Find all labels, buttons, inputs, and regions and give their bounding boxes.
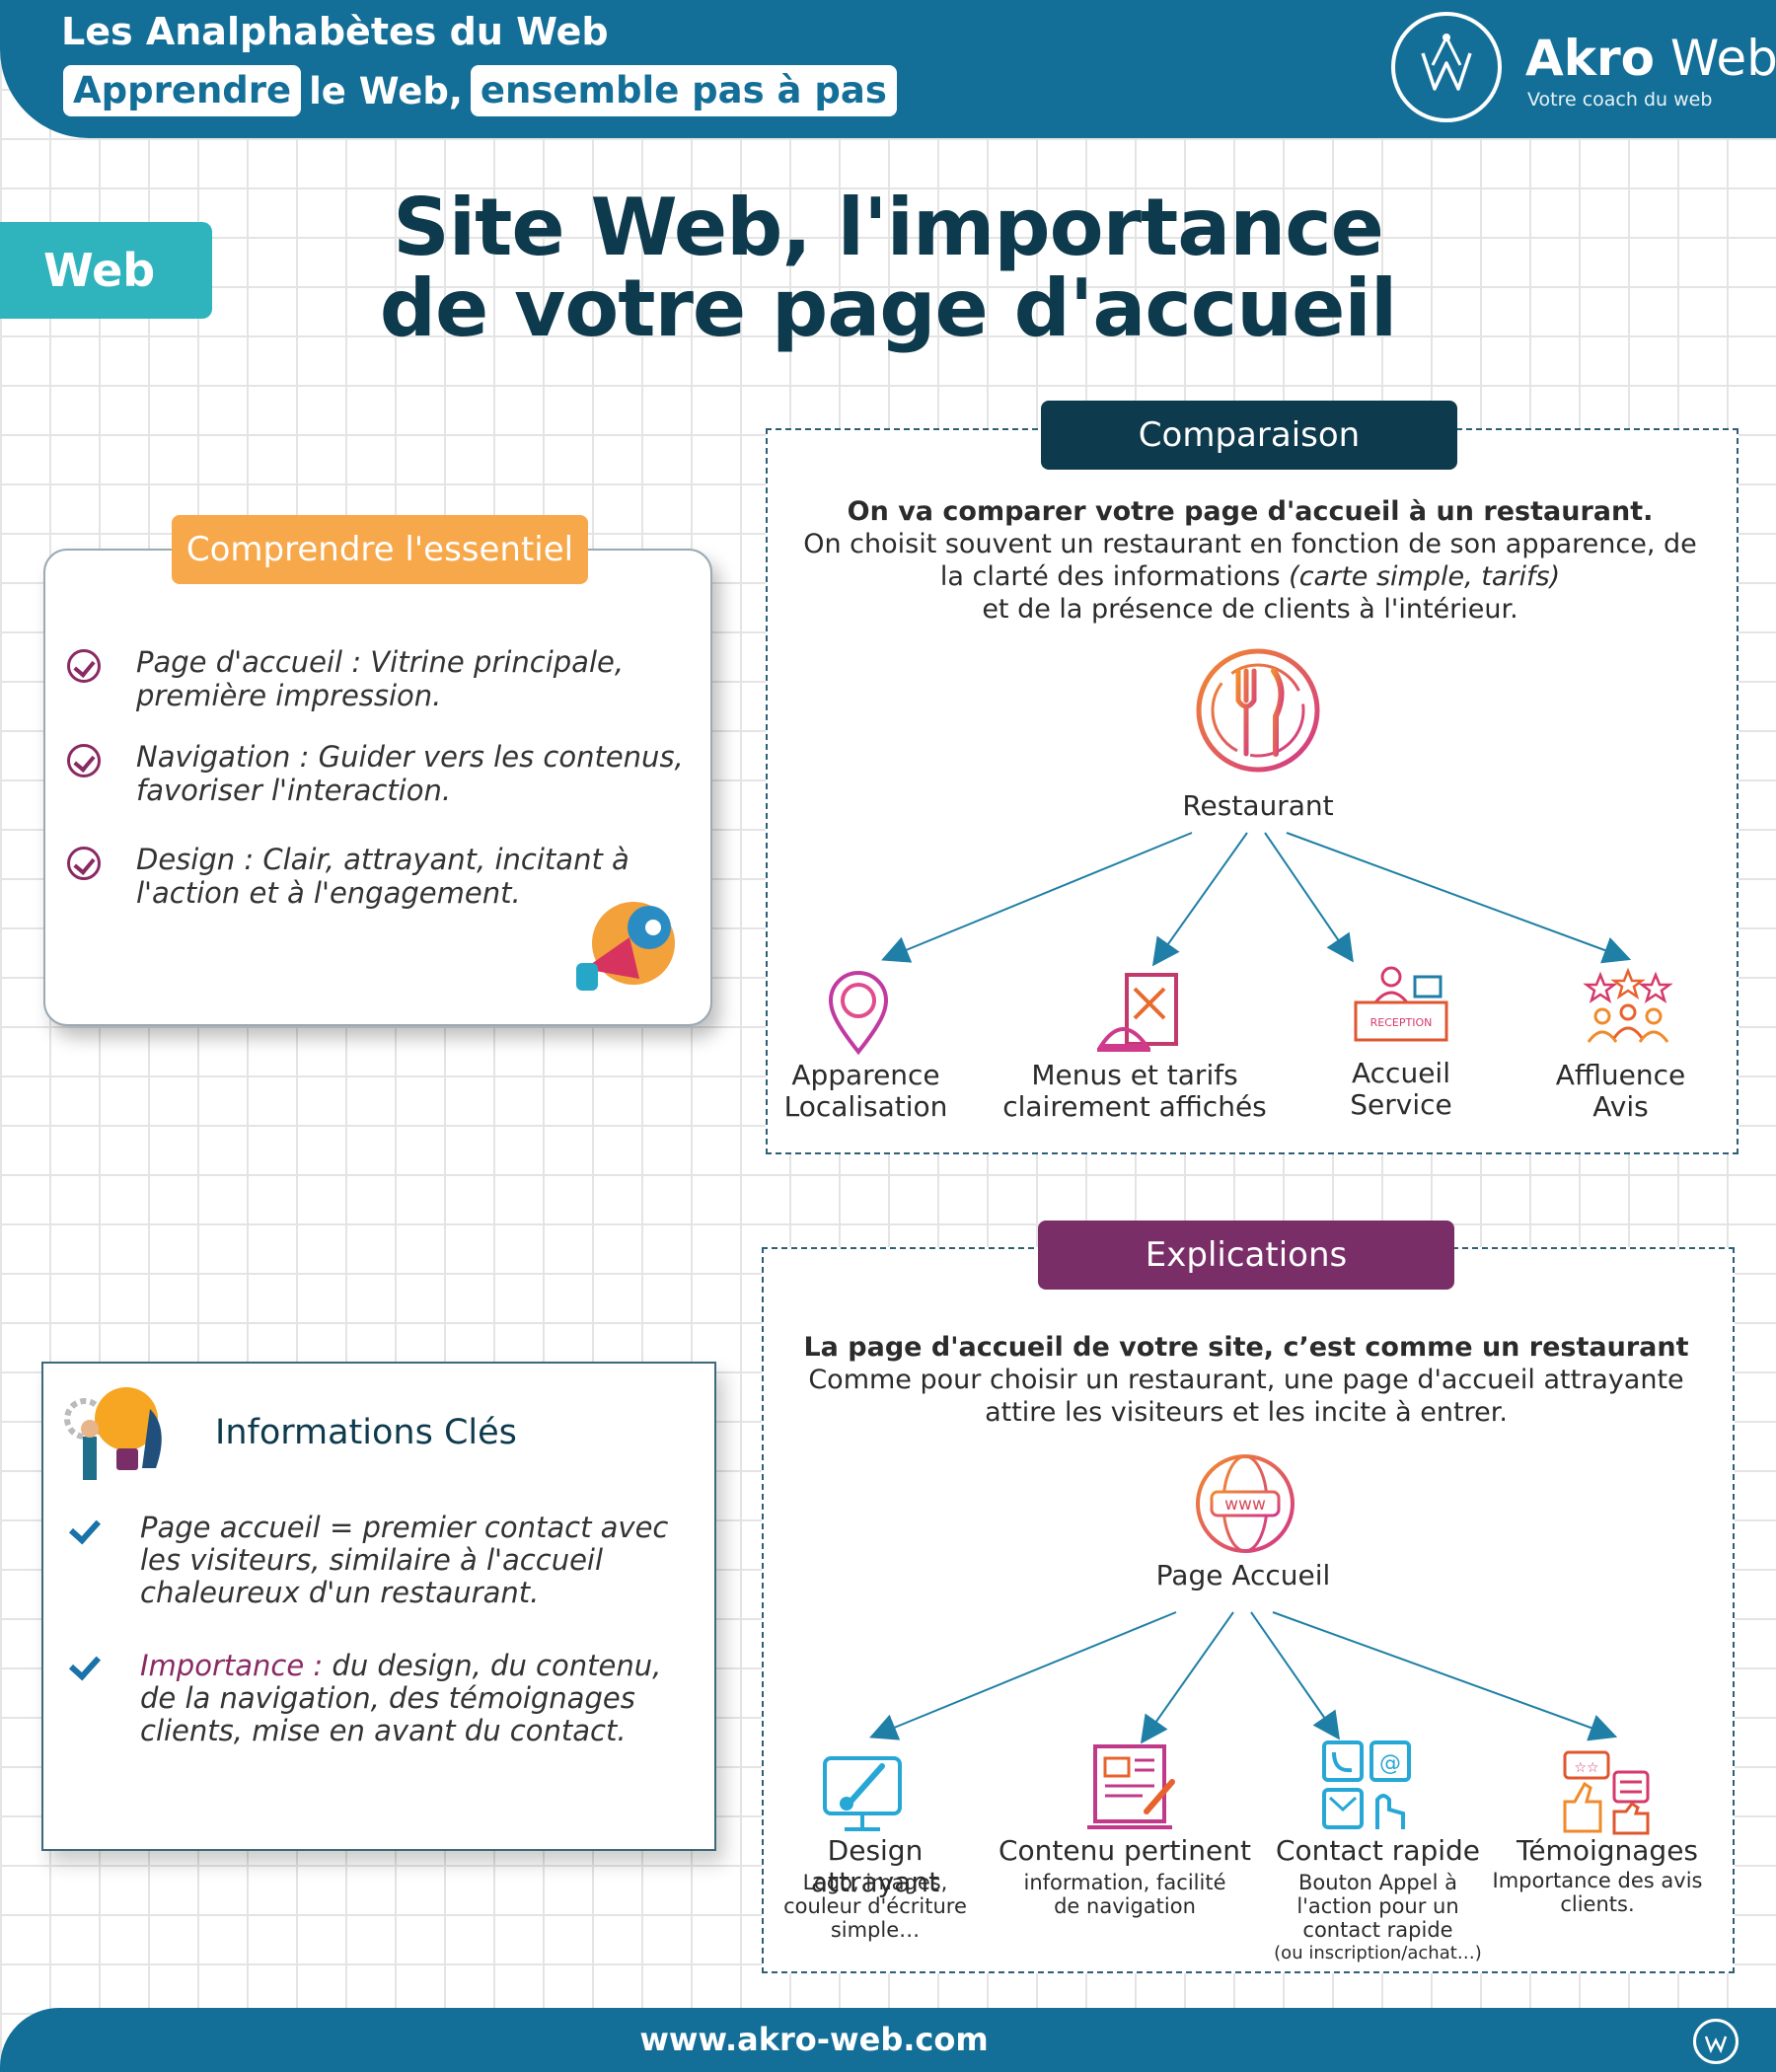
check-circle-icon: [67, 847, 101, 880]
check-icon: [68, 1648, 102, 1681]
check-circle-icon: [67, 649, 101, 683]
category-tag: Web: [0, 222, 212, 319]
essentiel-header: Comprendre l'essentiel: [172, 515, 588, 584]
location-pin-icon: [828, 971, 889, 1056]
fork-knife-icon: [1196, 648, 1320, 773]
page-accueil-label: Page Accueil: [1155, 1559, 1331, 1591]
check-icon: [68, 1512, 102, 1545]
slogan-part-apprendre: Apprendre: [63, 65, 302, 116]
footer-url-link[interactable]: www.akro-web.com: [639, 2021, 989, 2058]
explications-leaf-3-title: Contact rapide: [1275, 1834, 1481, 1867]
lightbulb-icon: [64, 1387, 162, 1480]
header-slogan: Apprendre le Web, ensemble pas à pas: [63, 65, 897, 116]
explications-intro: La page d'accueil de votre site, c’est c…: [803, 1332, 1689, 1428]
svg-text:RECEPTION: RECEPTION: [1370, 1016, 1433, 1029]
informations-card: Page accueil = premier contact avec les …: [41, 1362, 716, 1851]
restaurant-label: Restaurant: [1182, 789, 1334, 822]
slogan-part-le-web: le Web,: [309, 69, 463, 112]
info-item-1: Page accueil = premier contact avec les …: [140, 1511, 669, 1609]
comparaison-box: [766, 428, 1739, 1154]
menu-cloche-icon: [1097, 973, 1178, 1052]
reception-desk-icon: RECEPTION: [1354, 966, 1448, 1042]
content-page-icon: [1087, 1744, 1175, 1829]
brand-name: Akro Web: [1525, 30, 1776, 87]
svg-text:www: www: [1224, 1495, 1266, 1515]
restaurant-arrows: [881, 832, 1632, 967]
explications-leaf-1-title: Design attrayant: [810, 1834, 940, 1898]
explications-header: Explications: [1038, 1221, 1454, 1290]
comparaison-intro: On va comparer votre page d'accueil à un…: [803, 496, 1697, 625]
check-circle-icon: [67, 744, 101, 777]
brand-tagline: Votre coach du web: [1527, 89, 1713, 111]
footer-logo-icon: [1693, 2019, 1739, 2064]
design-brush-icon: [823, 1756, 902, 1831]
contact-icon: @: [1322, 1740, 1411, 1829]
essentiel-item: Navigation : Guider vers les contenus, f…: [136, 740, 684, 807]
header-top-line: Les Analphabètes du Web: [61, 10, 609, 53]
testimonial-icon: ☆☆: [1563, 1750, 1650, 1835]
svg-text:☆☆: ☆☆: [1574, 1760, 1598, 1776]
page-accueil-arrows: [869, 1611, 1618, 1744]
stars-people-icon: [1583, 967, 1673, 1043]
logo-icon[interactable]: [1391, 12, 1502, 122]
info-item-2: Importance : du design, du contenu, de l…: [140, 1649, 662, 1747]
essentiel-card: Page d'accueil : Vitrine principale, pre…: [43, 549, 712, 1026]
svg-text:@: @: [1379, 1751, 1401, 1776]
footer-banner: [0, 2008, 1776, 2072]
explications-leaf-4-title: Témoignages: [1516, 1834, 1699, 1867]
comparaison-header: Comparaison: [1041, 401, 1457, 470]
globe-www-icon: www: [1196, 1454, 1295, 1553]
essentiel-item: Page d'accueil : Vitrine principale, pre…: [136, 645, 625, 712]
megaphone-icon: [576, 902, 675, 991]
slogan-part-ensemble: ensemble pas à pas: [470, 65, 897, 116]
explications-leaf-2-title: Contenu pertinent: [999, 1834, 1251, 1867]
explications-box: [762, 1247, 1735, 1973]
informations-title: Informations Clés: [215, 1413, 517, 1452]
essentiel-item: Design : Clair, attrayant, incitant à l'…: [136, 843, 629, 910]
page-title: Site Web, l'importance de votre page d'a…: [379, 182, 1398, 354]
